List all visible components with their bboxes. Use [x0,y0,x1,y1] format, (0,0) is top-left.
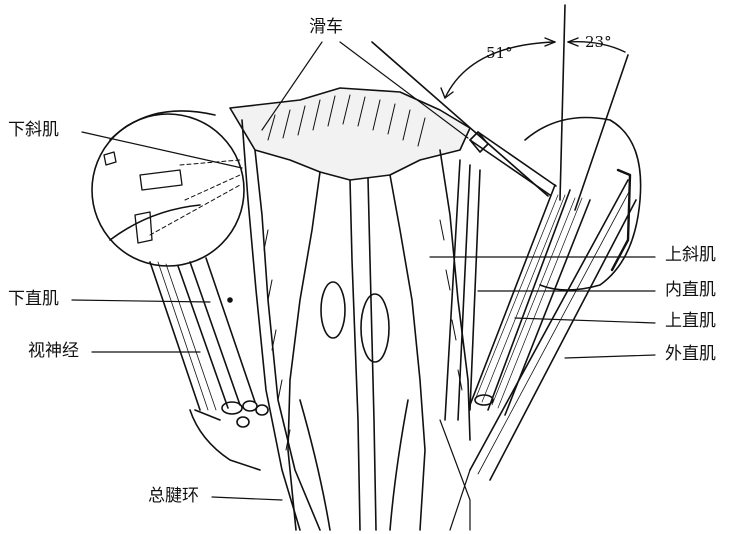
label-medial-rectus: 内直肌 [665,282,716,299]
right-muscles [440,132,636,530]
leader-superior-rectus [515,318,655,323]
label-superior-rectus: 上直肌 [665,313,716,330]
label-annulus: 总腱环 [148,488,199,505]
label-superior-oblique: 上斜肌 [665,247,716,264]
angle-label-23: 23° [585,35,612,50]
leader-lateral-rectus [565,355,655,358]
orbit-walls [230,88,470,530]
left-optic-nerve [150,258,255,410]
angle-label-51: 51° [486,46,513,61]
left-annulus-stumps [190,401,268,470]
label-trochlea: 滑车 [309,19,343,36]
label-optic-nerve: 视神经 [28,343,79,360]
label-inferior-oblique: 下斜肌 [8,122,59,139]
label-lateral-rectus: 外直肌 [665,346,716,363]
leader-annulus [212,497,282,500]
left-eyeball [92,111,244,266]
label-inferior-rectus: 下直肌 [8,291,59,308]
